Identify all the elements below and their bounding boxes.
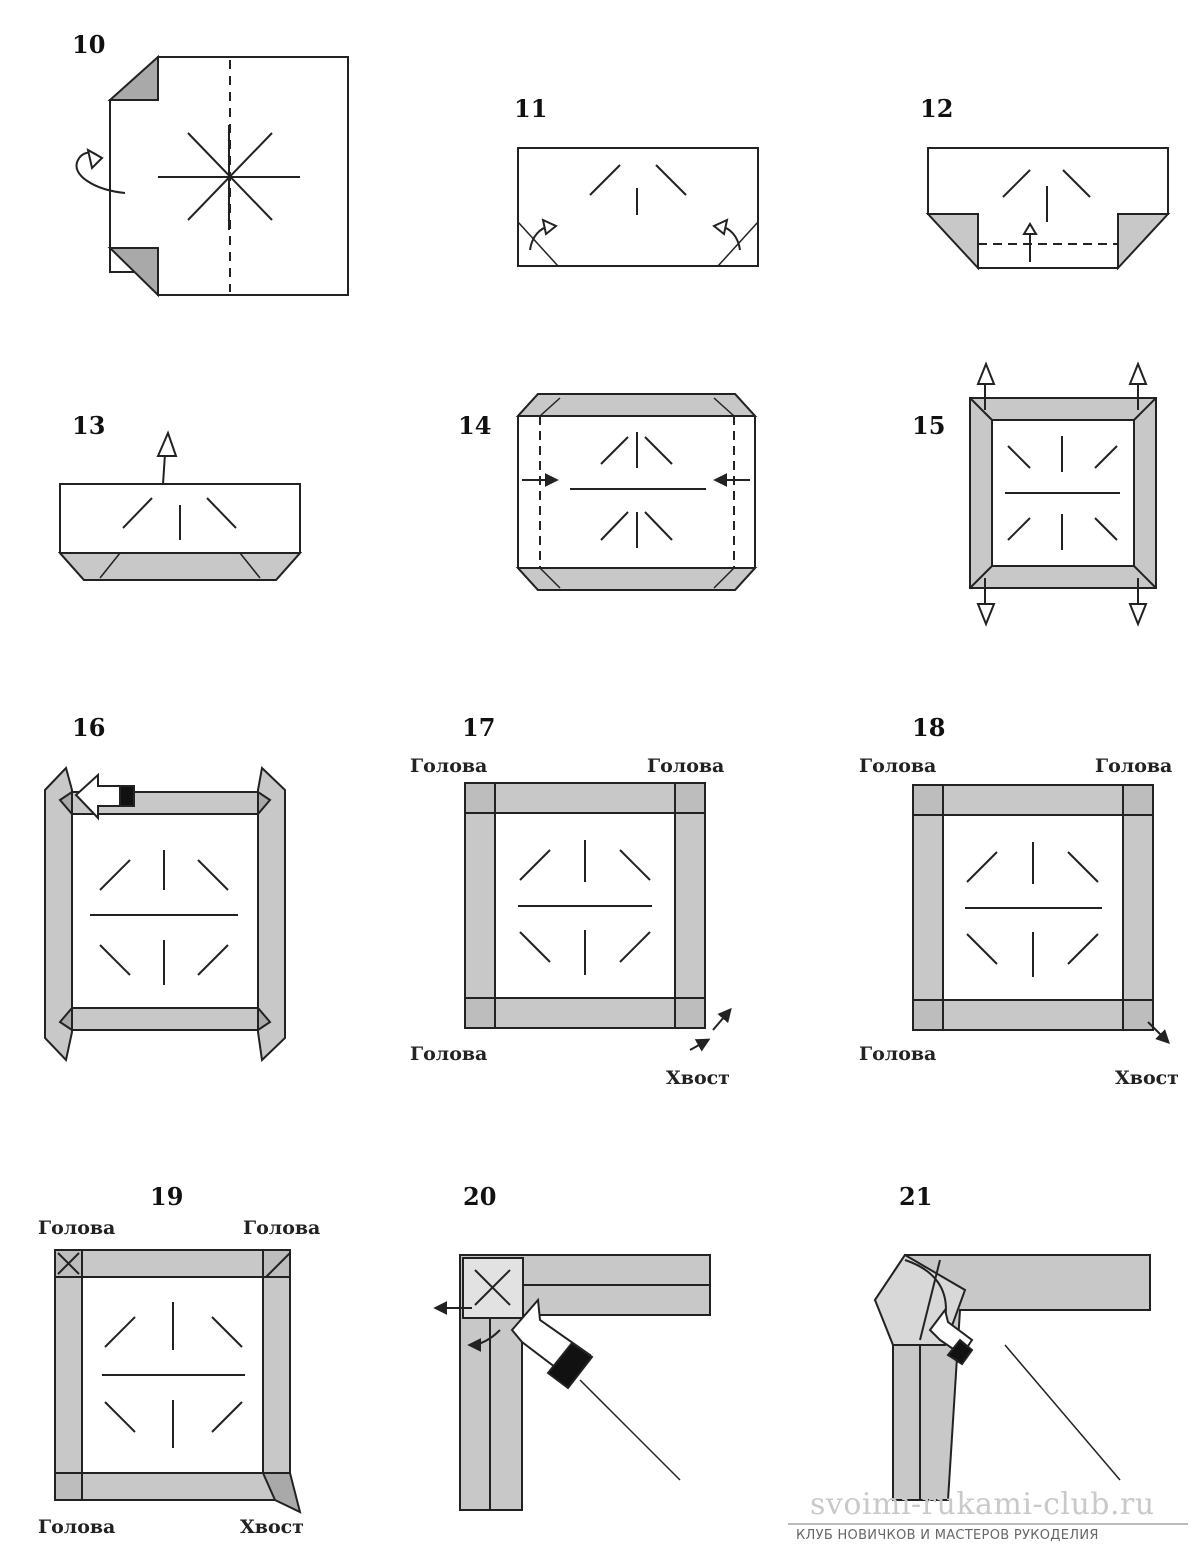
- step-16-number: 16: [72, 713, 106, 742]
- step-19-label-bottom-left: Голова: [38, 1516, 116, 1538]
- step-19-figure: [54, 1249, 302, 1514]
- step-13-number: 13: [72, 411, 106, 440]
- step-16-figure: [44, 765, 286, 1063]
- step-11-number: 11: [514, 94, 548, 123]
- step-10-number: 10: [72, 30, 106, 59]
- step-10-figure: [75, 54, 349, 298]
- step-13-figure: [57, 430, 303, 581]
- step-18-label-top-right: Голова: [1095, 755, 1173, 777]
- step-17-number: 17: [462, 713, 496, 742]
- step-18-label-bottom-left: Голова: [859, 1043, 937, 1065]
- watermark-subtitle: КЛУБ НОВИЧКОВ И МАСТЕРОВ РУКОДЕЛИЯ: [796, 1528, 1099, 1543]
- step-19-label-top-right: Голова: [243, 1217, 321, 1239]
- step-14-number: 14: [458, 411, 492, 440]
- step-19-label-top-left: Голова: [38, 1217, 116, 1239]
- step-15-number: 15: [912, 411, 946, 440]
- watermark-divider: [788, 1523, 1188, 1525]
- step-18-figure: [912, 784, 1170, 1044]
- step-19-label-bottom-right: Хвост: [240, 1516, 304, 1538]
- step-17-figure: [464, 782, 732, 1052]
- step-18-label-bottom-right: Хвост: [1115, 1067, 1179, 1089]
- step-20-figure: [433, 1254, 711, 1511]
- step-18-number: 18: [912, 713, 946, 742]
- step-21-number: 21: [899, 1182, 933, 1211]
- step-17-label-bottom-right: Хвост: [666, 1067, 730, 1089]
- step-19-number: 19: [150, 1182, 184, 1211]
- step-17-label-bottom-left: Голова: [410, 1043, 488, 1065]
- step-17-label-top-right: Голова: [647, 755, 725, 777]
- step-21-figure: [873, 1253, 1151, 1501]
- watermark-url: svoimi-rukami-club.ru: [810, 1487, 1155, 1522]
- step-12-figure: [925, 147, 1171, 271]
- step-17-label-top-left: Голова: [410, 755, 488, 777]
- step-12-number: 12: [920, 94, 954, 123]
- step-11-figure: [517, 147, 759, 267]
- step-15-figure: [969, 361, 1157, 627]
- step-18-label-top-left: Голова: [859, 755, 937, 777]
- step-14-figure: [515, 393, 758, 591]
- step-20-number: 20: [463, 1182, 497, 1211]
